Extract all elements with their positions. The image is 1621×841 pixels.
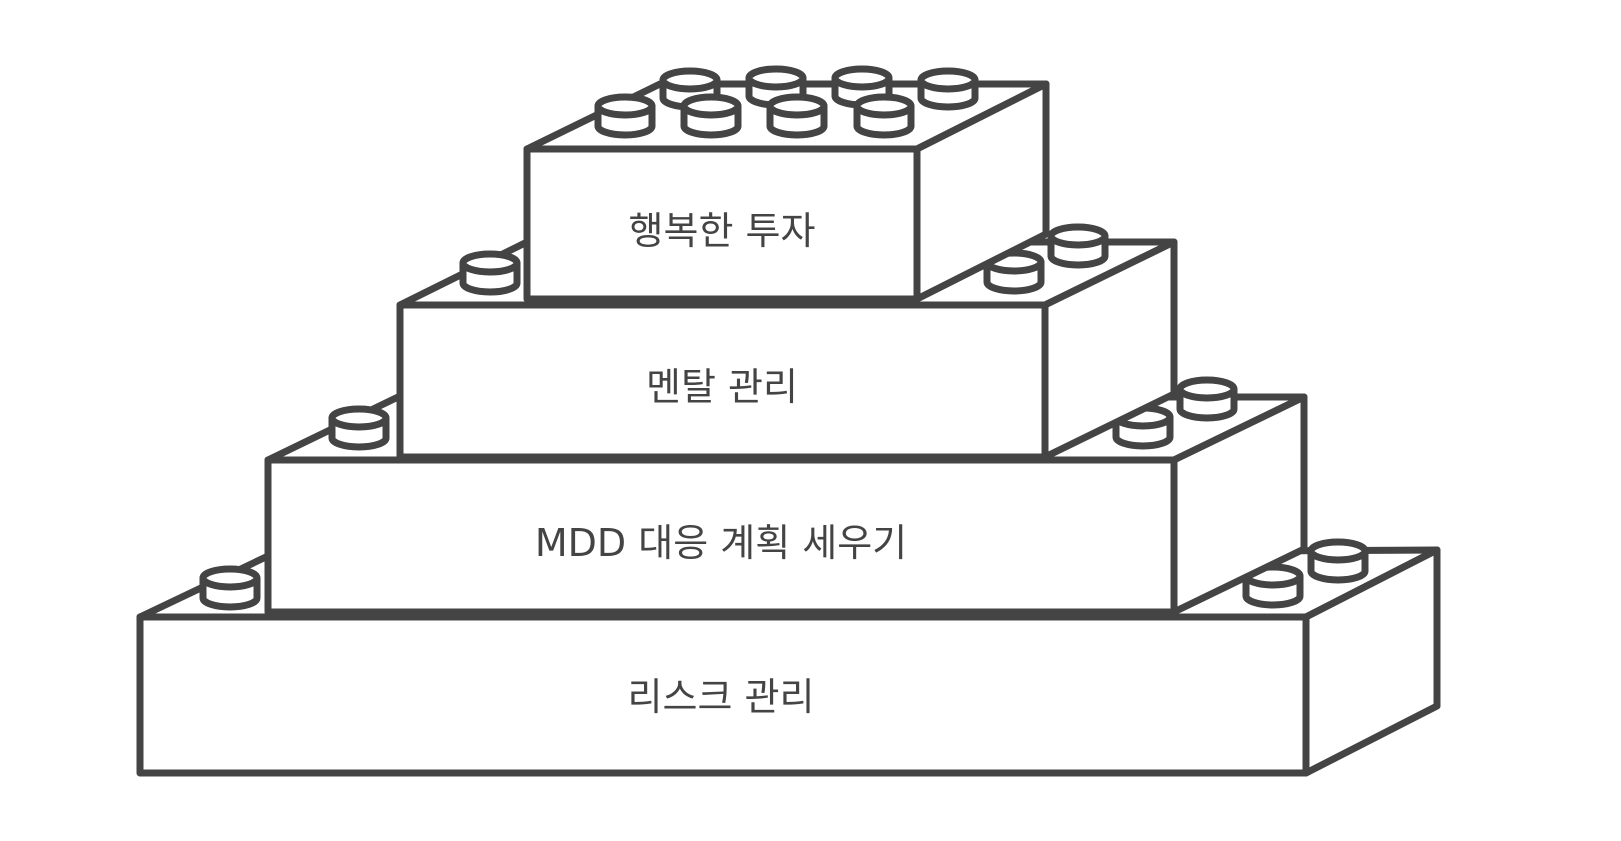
block-third-front [264, 456, 1178, 616]
stud [328, 405, 390, 451]
stud [659, 67, 721, 111]
block-second-side-face [1041, 238, 1178, 461]
block-bottom-front [136, 613, 1310, 777]
block-bottom-side-face [1302, 546, 1441, 777]
block-second-front [396, 301, 1049, 461]
stud [594, 93, 656, 139]
stud [1176, 376, 1238, 422]
stud [199, 565, 261, 611]
block-third-label: MDD 대응 계획 세우기 [535, 521, 907, 565]
stud [853, 93, 915, 139]
block-top-side-face [913, 80, 1050, 303]
stud [1307, 538, 1369, 584]
block-second-label: 멘탈 관리 [646, 365, 798, 409]
block-bottom-label: 리스크 관리 [628, 675, 815, 719]
block-second [396, 238, 1178, 461]
block-top-label: 행복한 투자 [629, 209, 816, 253]
block-third-side-face [1170, 393, 1308, 616]
stud [1047, 223, 1109, 269]
stud [680, 93, 742, 139]
stud [917, 67, 979, 111]
stud [766, 93, 828, 139]
stud [459, 250, 521, 296]
